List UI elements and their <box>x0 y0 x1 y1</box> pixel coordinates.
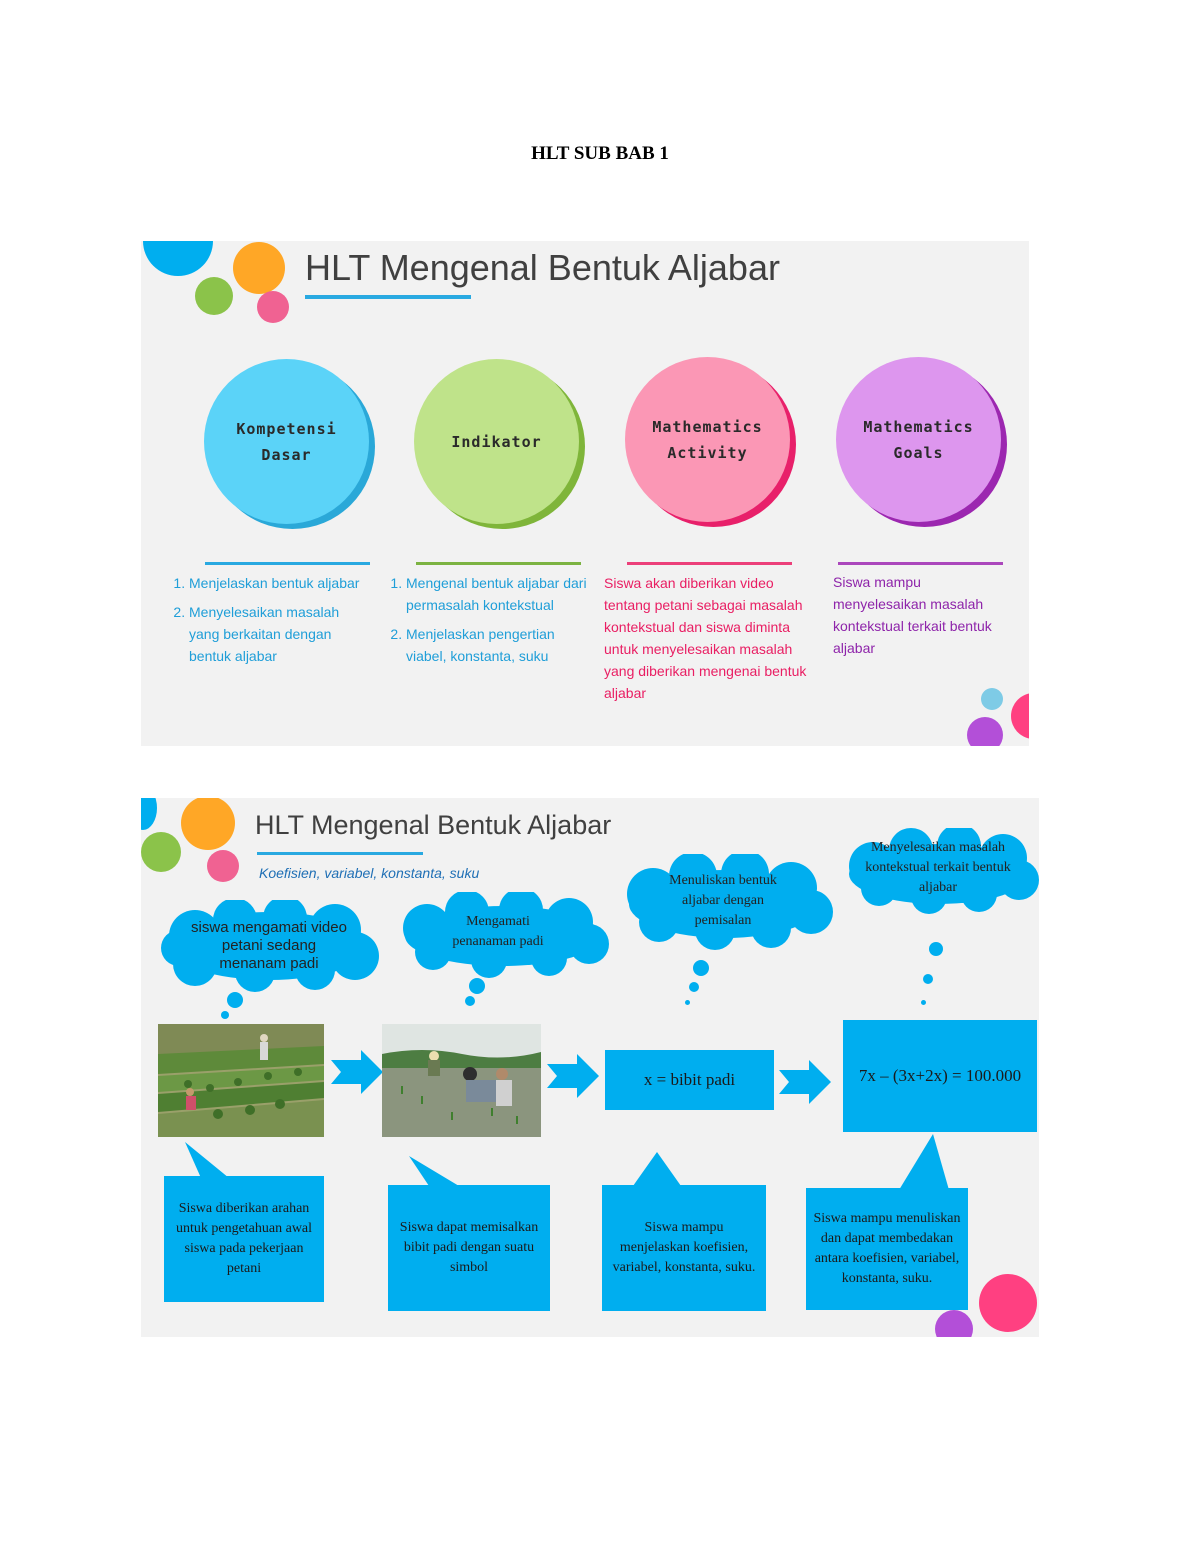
indikator-item: Menjelaskan pengertian viabel, konstanta… <box>406 623 588 667</box>
thought-cloud-3-text: Menuliskan bentuk aljabar dengan pemisal… <box>669 873 777 928</box>
decor-dot-blue <box>143 241 213 276</box>
decor-dot-lightblue <box>981 688 1003 710</box>
title-underline <box>257 852 423 855</box>
flow-arrow-3 <box>779 1060 831 1104</box>
callout-2-pointer <box>409 1156 459 1186</box>
callout-box-4: Siswa mampu menuliskan dan dapat membeda… <box>806 1188 968 1310</box>
photo-rice-field-farmers <box>158 1024 324 1137</box>
indikator-list: Mengenal bentuk aljabar dari permasalah … <box>378 572 588 674</box>
callout-box-2: Siswa dapat memisalkan bibit padi dengan… <box>388 1185 550 1311</box>
thought-bubble-dot <box>469 978 485 994</box>
thought-cloud-4-text: Menyelesaikan masalah kontekstual terkai… <box>865 840 1011 895</box>
goals-text: Siswa mampu menyelesaikan masalah kontek… <box>833 574 992 656</box>
decor-dot-orange <box>181 798 235 850</box>
thought-bubble-dot <box>689 982 699 992</box>
title-underline <box>305 295 471 299</box>
callout-1-pointer <box>185 1142 229 1178</box>
slide-2: HLT Mengenal Bentuk Aljabar Koefisien, v… <box>141 798 1039 1337</box>
flow-arrow-2 <box>547 1054 599 1098</box>
kd-item: Menjelaskan bentuk aljabar <box>189 572 361 594</box>
decor-dot-blue <box>141 798 157 830</box>
variable-definition-box: x = bibit padi <box>605 1050 774 1110</box>
circle-kompetensi-dasar: Kompetensi Dasar <box>204 359 379 529</box>
thought-bubble-dot <box>465 996 475 1006</box>
column-divider-kd <box>205 562 370 565</box>
indikator-item: Mengenal bentuk aljabar dari permasalah … <box>406 572 588 616</box>
flow-arrow-1 <box>331 1050 383 1094</box>
slide-title: HLT Mengenal Bentuk Aljabar <box>255 810 612 840</box>
thought-cloud-2-text: Mengamati penanaman padi <box>452 914 544 949</box>
decor-dot-green <box>141 832 181 872</box>
circle-indikator: Indikator <box>414 359 589 529</box>
callout-4-pointer <box>899 1134 949 1190</box>
thought-cloud-1 <box>161 900 379 992</box>
slide-title: HLT Mengenal Bentuk Aljabar <box>305 247 780 288</box>
document-title: HLT SUB BAB 1 <box>531 143 669 164</box>
thought-bubble-dot <box>227 992 243 1008</box>
slide-1: HLT Mengenal Bentuk Aljabar Kompetensi D… <box>141 241 1029 746</box>
decor-dot-magenta <box>1011 693 1029 739</box>
activity-text: Siswa akan diberikan video tentang petan… <box>604 575 807 701</box>
thought-cloud-1-text: siswa mengamati video petani sedang mena… <box>191 919 347 972</box>
thought-cloud-2 <box>403 892 609 978</box>
thought-bubble-dot <box>923 974 933 984</box>
kd-item: Menyelesaikan masalah yang berkaitan den… <box>189 601 361 667</box>
column-divider-indikator <box>416 562 581 565</box>
thought-bubble-dot <box>693 960 709 976</box>
circle-mathematics-goals: Mathematics Goals <box>836 357 1011 527</box>
thought-bubble-dot <box>685 1000 690 1005</box>
thought-bubble-dot <box>921 1000 926 1005</box>
decor-dot-pink <box>257 291 289 323</box>
column-divider-activity <box>627 562 792 565</box>
decor-dot-purple <box>967 717 1003 746</box>
decor-dot-green <box>195 277 233 315</box>
decor-dot-purple <box>935 1310 973 1337</box>
callout-3-pointer <box>633 1152 681 1186</box>
slide-subtitle: Koefisien, variabel, konstanta, suku <box>259 865 480 881</box>
equation-box: 7x – (3x+2x) = 100.000 <box>843 1020 1037 1132</box>
circle-mathematics-activity: Mathematics Activity <box>625 357 800 527</box>
thought-bubble-dot <box>929 942 943 956</box>
kompetensi-dasar-list: Menjelaskan bentuk aljabar Menyelesaikan… <box>161 572 361 674</box>
decor-dot-pink <box>207 850 239 882</box>
column-divider-goals <box>838 562 1003 565</box>
thought-cloud-3 <box>627 854 833 950</box>
decor-dot-orange <box>233 242 285 294</box>
thought-cloud-4 <box>849 828 1039 914</box>
photo-planting-rice <box>382 1024 541 1137</box>
thought-bubble-dot <box>221 1011 229 1019</box>
decor-dot-magenta <box>979 1274 1037 1332</box>
callout-box-1: Siswa diberikan arahan untuk pengetahuan… <box>164 1176 324 1302</box>
callout-box-3: Siswa mampu menjelaskan koefisien, varia… <box>602 1185 766 1311</box>
